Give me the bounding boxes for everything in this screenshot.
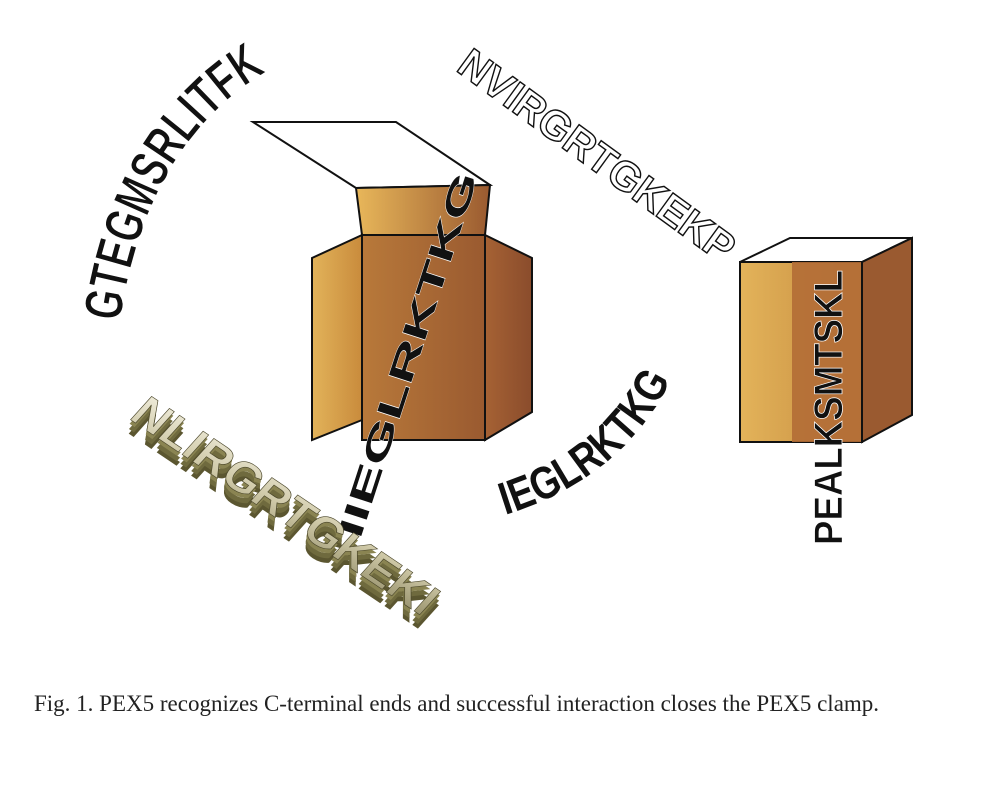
open-box	[249, 121, 533, 442]
closed-box-side	[861, 236, 913, 444]
figure-caption: Fig. 1. PEX5 recognizes C-terminal ends …	[34, 691, 880, 716]
closed-box-inner-panel	[792, 262, 862, 442]
sequence-closed-box: PEALKSMTSKL	[807, 270, 851, 545]
open-box-left-flap	[311, 233, 363, 442]
figure-illustration: IIEGLRKTKG GTEGMSRLITFK NVIRGRTGKEKP PEA…	[72, 31, 913, 638]
sequence-top-right: NVIRGRTGKEKP	[450, 39, 745, 271]
open-box-right-flap	[484, 233, 533, 442]
sequence-arc-top-left: GTEGMSRLITFK	[73, 32, 274, 324]
closed-box	[739, 236, 913, 444]
